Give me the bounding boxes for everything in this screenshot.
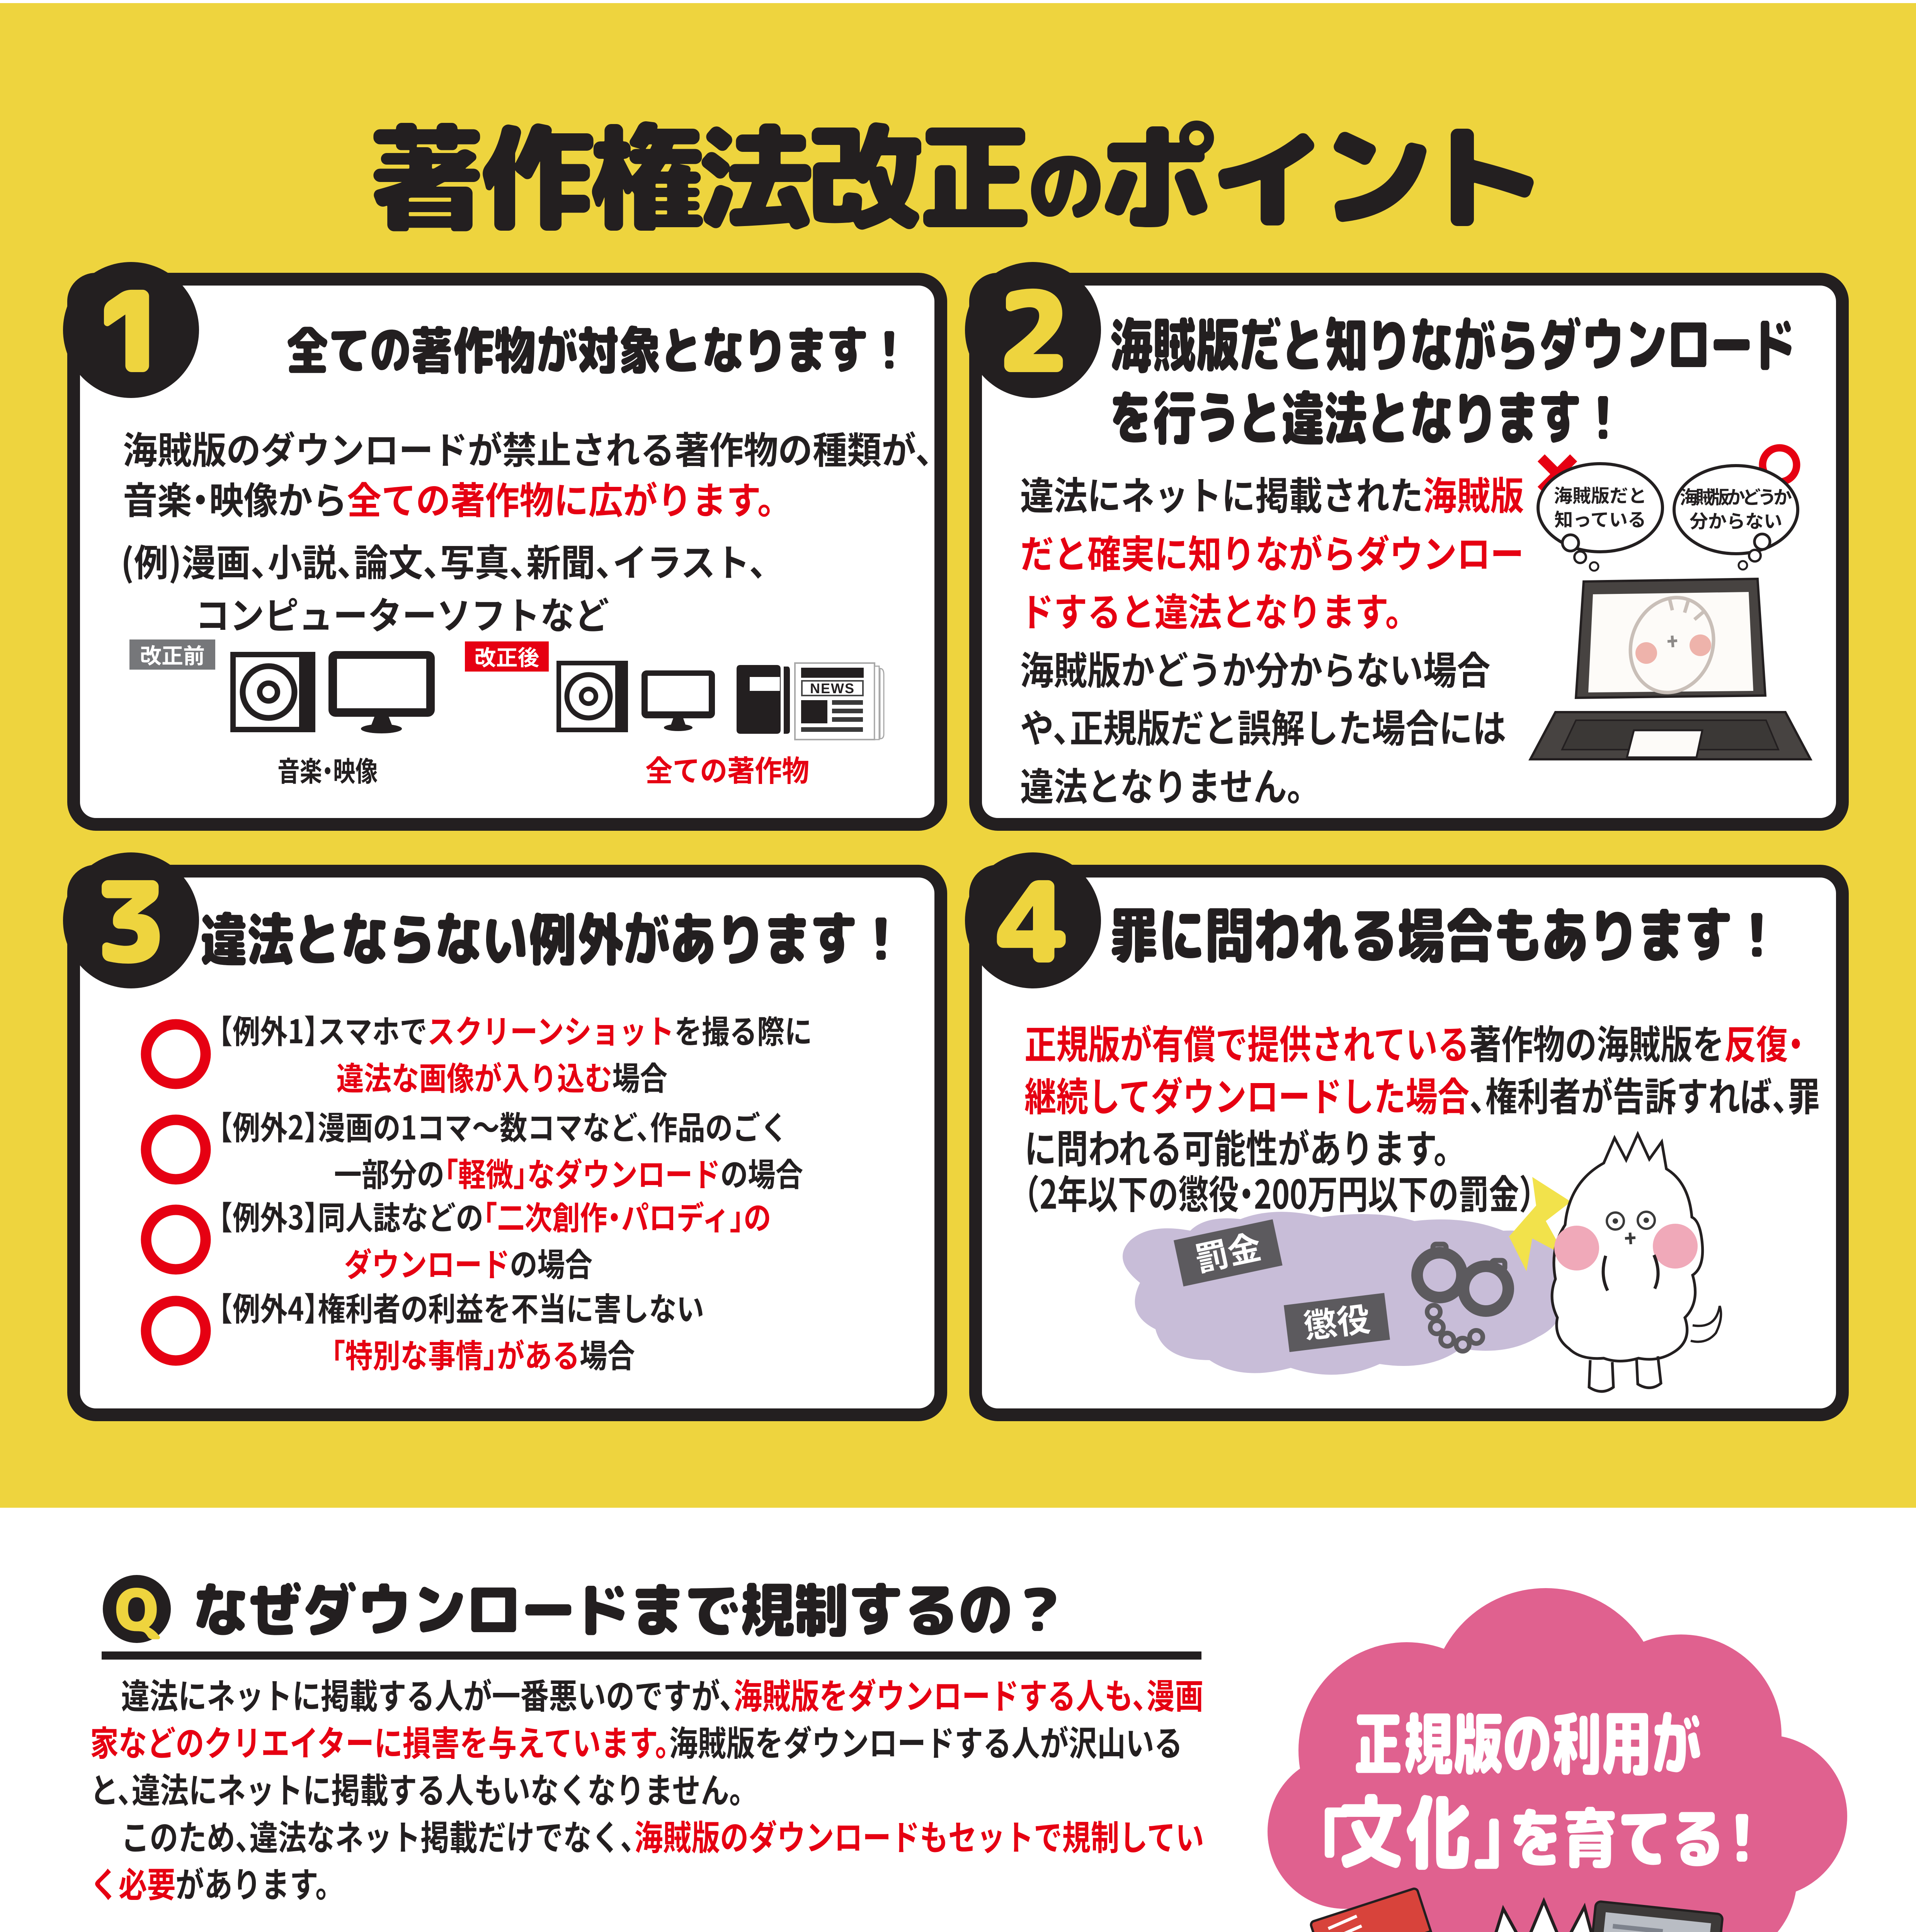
- svg-text:NEWS: NEWS: [810, 680, 855, 696]
- svg-text:海賊版だと: 海賊版だと: [1554, 481, 1647, 508]
- svg-text:海賊版かどうか: 海賊版かどうか: [1680, 482, 1792, 509]
- svg-text:知っている: 知っている: [1554, 505, 1646, 532]
- svg-text:懲役: 懲役: [1301, 1292, 1373, 1348]
- svg-text:分からない: 分からない: [1690, 506, 1782, 533]
